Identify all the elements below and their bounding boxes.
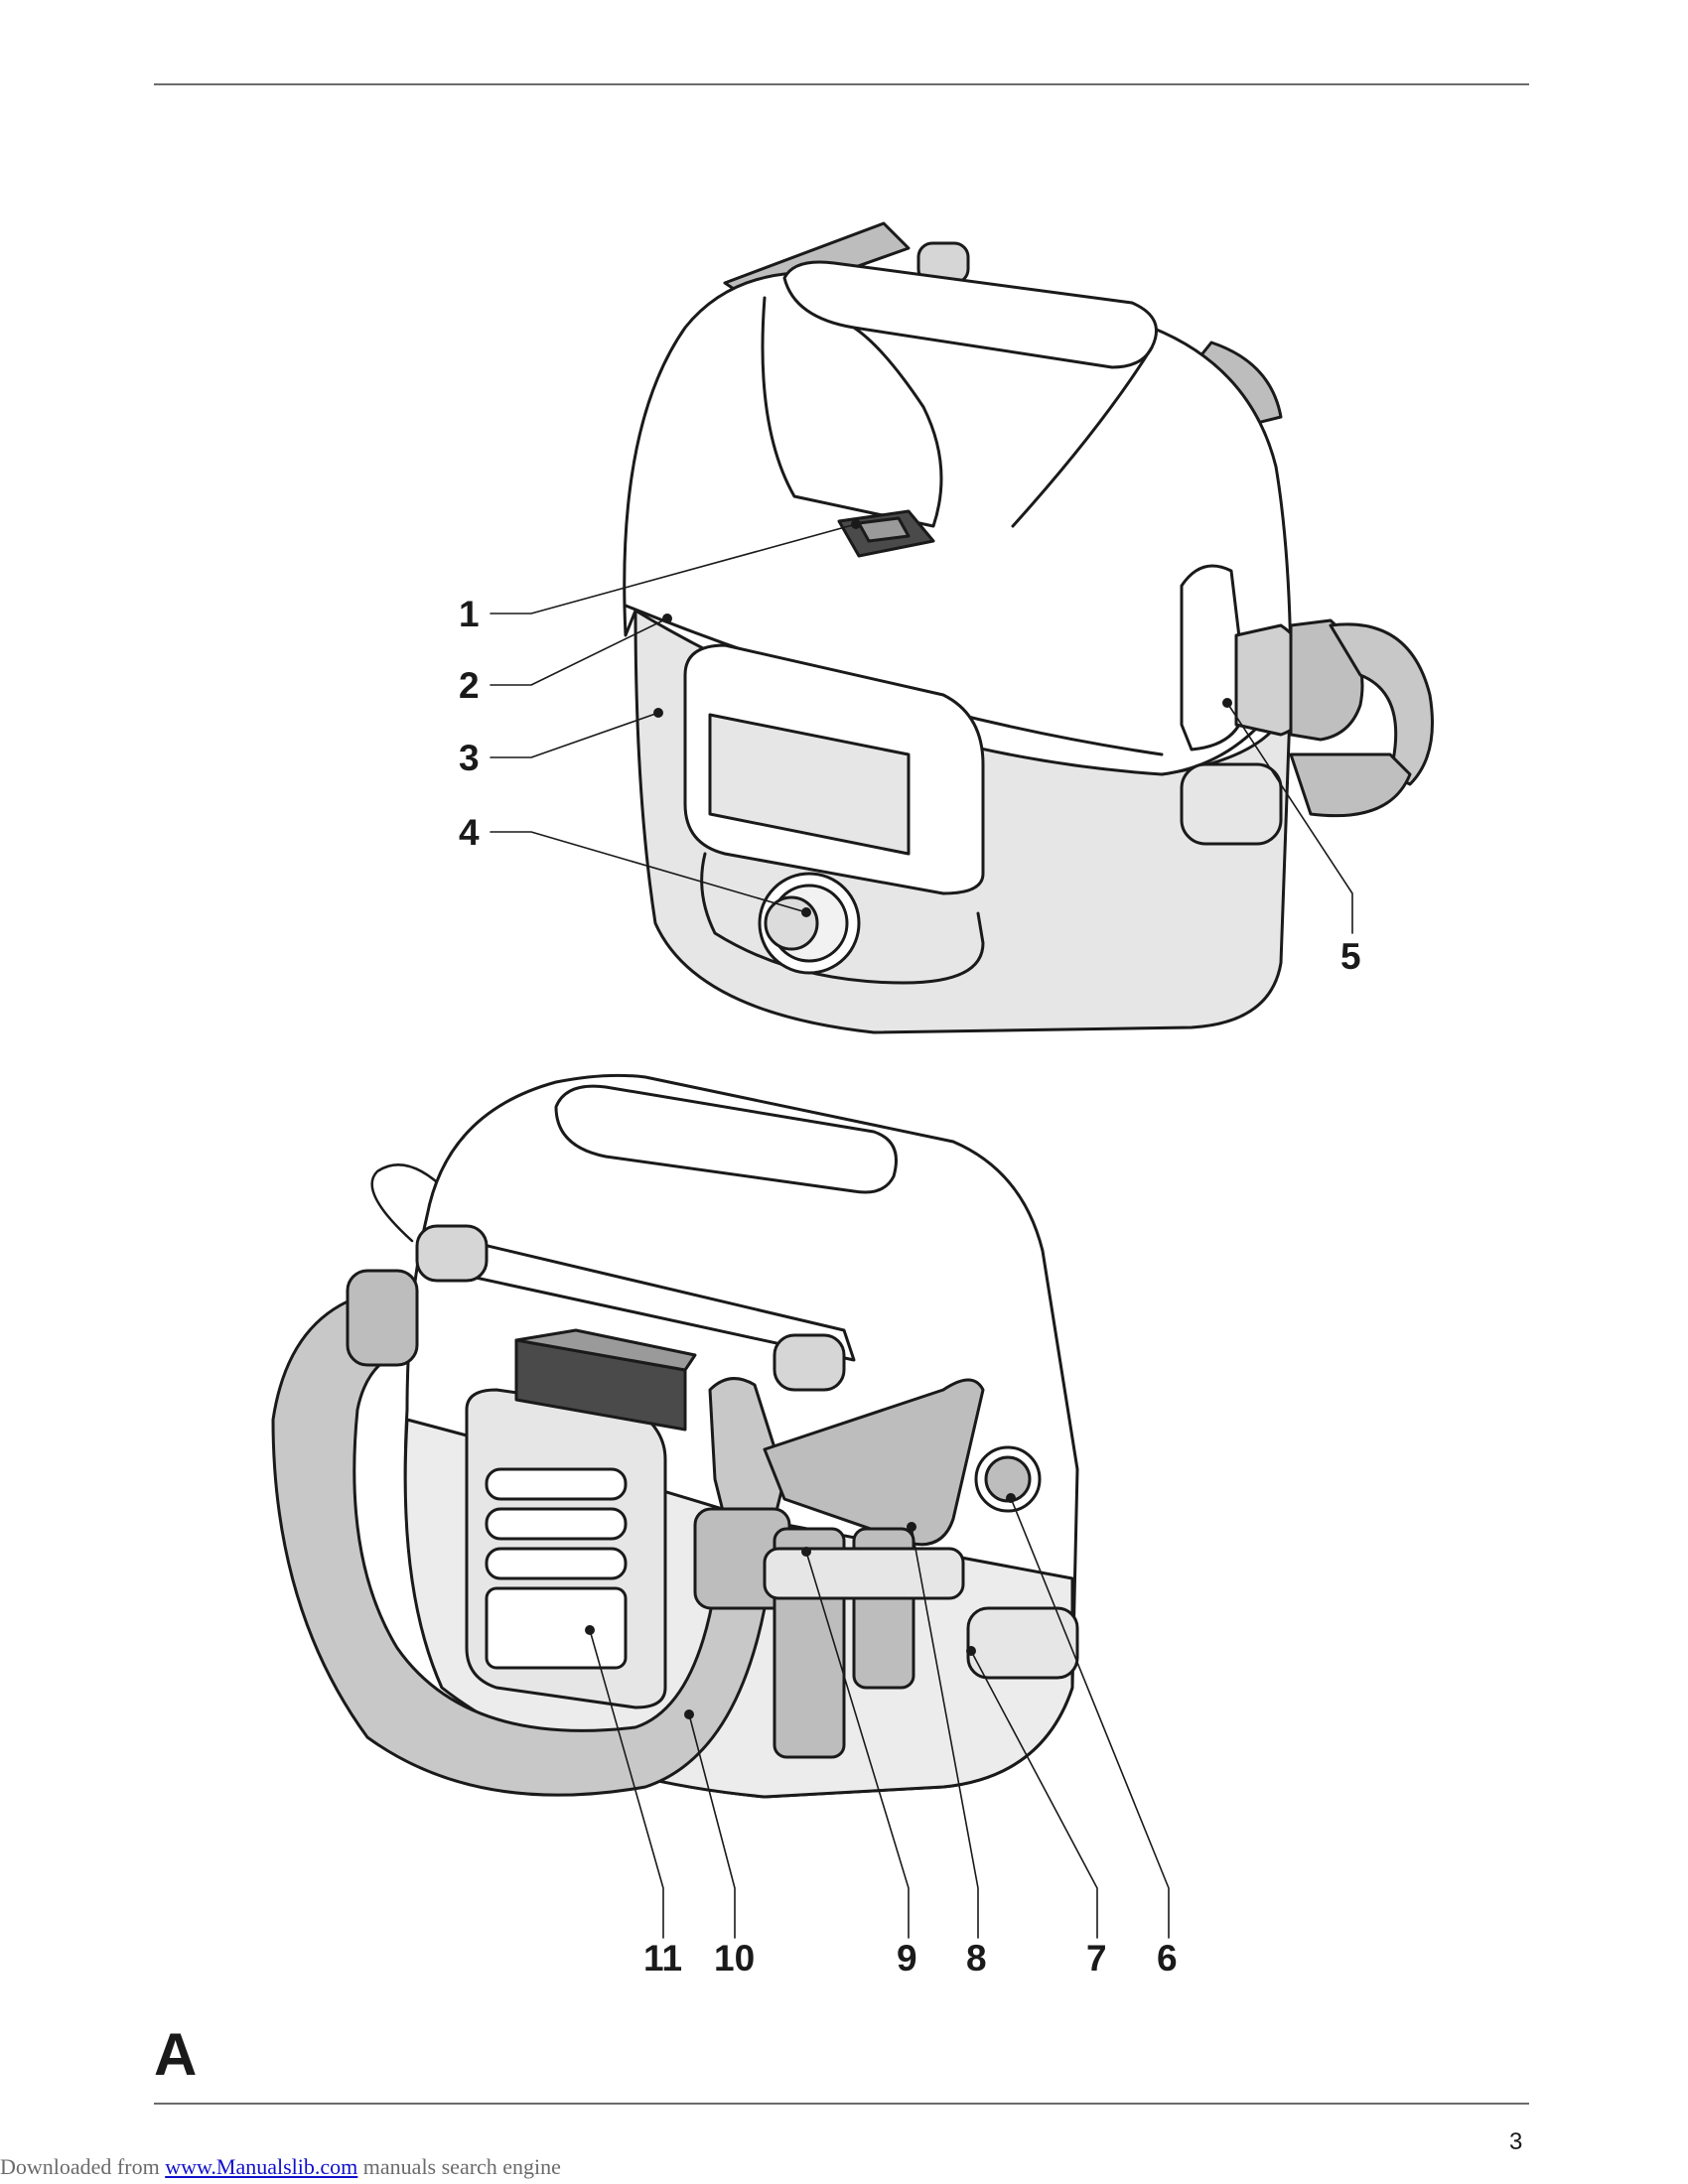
callout-9: 9	[897, 1938, 917, 1979]
download-footer: Downloaded from www.Manualslib.com manua…	[0, 2154, 561, 2180]
callout-7: 7	[1086, 1938, 1107, 1979]
callout-2: 2	[459, 665, 480, 706]
callout-1: 1	[459, 594, 480, 634]
callout-3: 3	[459, 738, 480, 778]
header-rule	[154, 83, 1529, 85]
top-view-vacuum	[623, 221, 1434, 1034]
leader-lines	[490, 523, 1353, 1939]
bottom-view-vacuum	[271, 1073, 1079, 1799]
callout-4: 4	[459, 812, 480, 853]
page-number: 3	[1509, 2128, 1523, 2155]
callout-6: 6	[1157, 1938, 1178, 1979]
callout-5: 5	[1340, 936, 1361, 977]
callout-10: 10	[714, 1938, 756, 1979]
manualslib-link[interactable]: www.Manualslib.com	[165, 2154, 358, 2179]
footer-prefix: Downloaded from	[0, 2154, 166, 2179]
footer-rule	[154, 2103, 1529, 2105]
footer-suffix: manuals search engine	[357, 2154, 561, 2179]
leader-dots	[585, 519, 1232, 1719]
callout-11: 11	[643, 1938, 683, 1979]
callout-8: 8	[966, 1938, 987, 1979]
figure-section-letter: A	[154, 2021, 198, 2088]
